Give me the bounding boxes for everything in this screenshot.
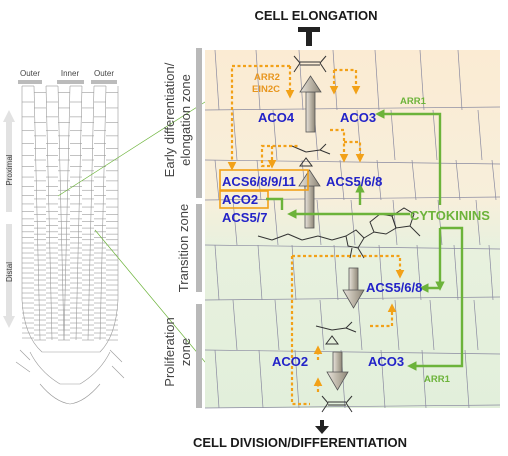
- ethylene-molecule-bottom: [321, 395, 353, 413]
- column-label-inner: Inner: [61, 69, 80, 78]
- acs6-box: [219, 169, 309, 191]
- acc-molecule-bottom: [315, 321, 357, 345]
- proximal-label: Proximal: [5, 154, 14, 185]
- acc-molecule-top: [291, 143, 331, 167]
- root-schematic: Outer Inner Outer Proximal Distal: [3, 69, 236, 405]
- label-aco4: ACO4: [258, 110, 295, 125]
- label-acs5-6-8-top: ACS5/6/8: [326, 174, 382, 189]
- label-arr1-top: ARR1: [400, 96, 427, 107]
- label-aco2-bottom: ACO2: [272, 354, 308, 369]
- label-cytokinins: CYTOKININS: [410, 208, 490, 223]
- zone-early-line2: elongation zone: [178, 74, 193, 166]
- title-cell-elongation: CELL ELONGATION: [254, 8, 377, 23]
- grey-arrow-acc-to-ethylene: [299, 75, 322, 133]
- distal-arrow: [3, 224, 15, 328]
- label-aco2-top: ACO2: [222, 192, 258, 207]
- zone-transition: Transition zone: [176, 204, 191, 292]
- grey-arrow-acc-to-ethylene-down: [326, 351, 349, 391]
- label-acs6-8-9-11: ACS6/8/9/11: [222, 174, 296, 189]
- zone-labels: Early differentiation/ elongation zone T…: [162, 48, 202, 408]
- label-arr1-bottom: ARR1: [424, 374, 451, 385]
- distal-label: Distal: [5, 262, 14, 282]
- title-cell-division: CELL DIVISION/DIFFERENTIATION: [193, 435, 407, 450]
- zone-proliferation-line2: zone: [178, 338, 193, 366]
- green-cytokinin-paths: [266, 109, 464, 371]
- column-label-outer-right: Outer: [94, 69, 114, 78]
- root-cell-grid: [22, 85, 118, 341]
- ethylene-molecule-top: [293, 55, 327, 73]
- column-label-outer-left: Outer: [20, 69, 40, 78]
- label-acs5-7: ACS5/7: [222, 210, 268, 225]
- down-arrow-bottom: [315, 420, 329, 434]
- sam-molecule: [257, 207, 421, 259]
- label-arr2: ARR2: [254, 72, 280, 83]
- label-acs5-6-8-bottom: ACS5/6/8: [366, 280, 422, 295]
- grey-arrow-sam-to-acc: [298, 169, 321, 229]
- panel-cell-outlines: [204, 49, 501, 409]
- label-aco3-bottom: ACO3: [368, 354, 404, 369]
- proximal-arrow: [3, 110, 15, 212]
- orange-regulation-paths: [227, 64, 405, 406]
- label-aco3-top: ACO3: [340, 110, 376, 125]
- inhibition-bar: [298, 27, 320, 46]
- zone-early-line1: Early differentiation/: [162, 62, 177, 177]
- grey-arrow-sam-to-acc-down: [342, 267, 365, 309]
- label-ein2c: EIN2C: [252, 84, 280, 95]
- zone-proliferation-line1: Proliferation: [162, 317, 177, 386]
